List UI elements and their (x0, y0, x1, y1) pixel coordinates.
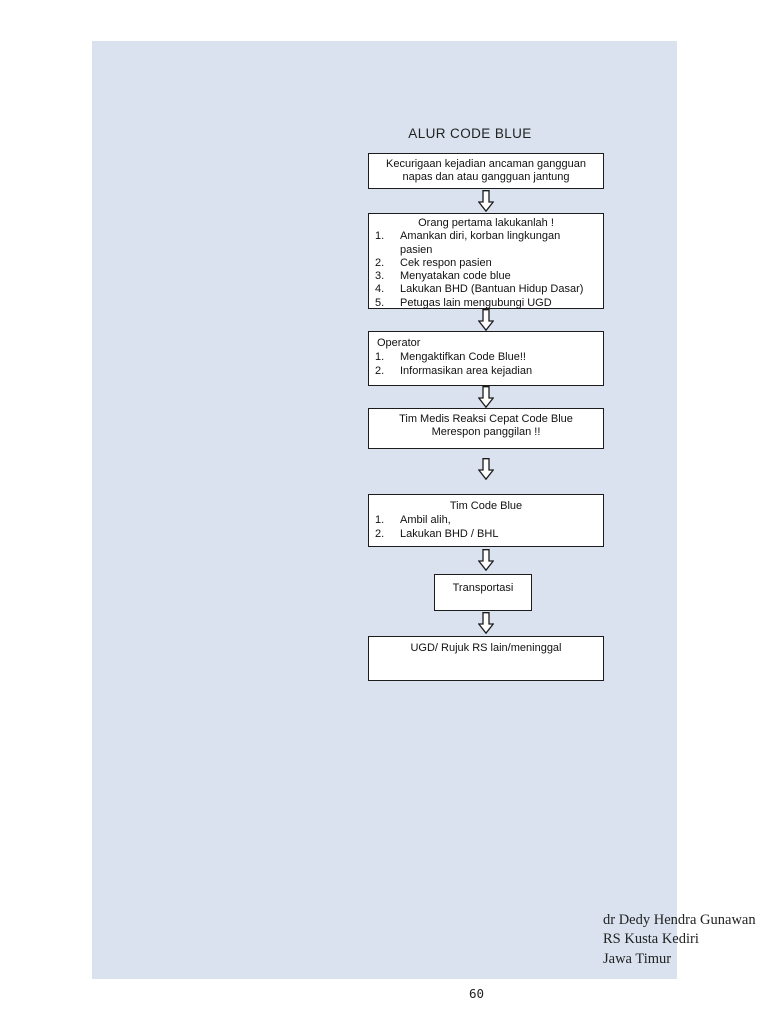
flow-node-code-blue-team: Tim Code Blue 1. Ambil alih, 2. Lakukan … (368, 494, 604, 547)
node-text-line: Merespon panggilan !! (431, 426, 541, 439)
down-arrow-icon (478, 612, 494, 634)
down-arrow-icon (478, 309, 494, 331)
list-item-text: Amankan diri, korban lingkungan pasien (400, 230, 561, 256)
attribution-region: Jawa Timur (603, 950, 672, 967)
list-item-number: 3. (375, 270, 385, 283)
node-heading: Orang pertama lakukanlah ! (418, 217, 554, 229)
list-item-number: 1. (375, 514, 385, 527)
down-arrow-icon (478, 458, 494, 480)
list-item: 1. Mengaktifkan Code Blue!! (369, 350, 603, 364)
list-item-text: Cek respon pasien (400, 256, 492, 269)
flow-node-suspicion: Kecurigaan kejadian ancaman gangguan nap… (368, 153, 604, 189)
attribution-hospital: RS Kusta Kediri (603, 931, 699, 948)
flow-node-rapid-team: Tim Medis Reaksi Cepat Code Blue Merespo… (368, 408, 604, 449)
flow-node-operator: Operator 1. Mengaktifkan Code Blue!! 2. … (368, 331, 604, 386)
list-item: 1. Ambil alih, (369, 513, 603, 527)
node-heading: Tim Code Blue (449, 500, 523, 512)
list-item-text: Menyatakan code blue (400, 270, 511, 283)
list-item-number: 2. (375, 528, 385, 541)
list-item-text: Petugas lain mengubungi UGD (400, 296, 552, 309)
list-item-text: Mengaktifkan Code Blue!! (400, 351, 526, 364)
down-arrow-icon (478, 549, 494, 571)
list-item-text: Ambil alih, (400, 514, 451, 527)
node-text-line: Tim Medis Reaksi Cepat Code Blue (399, 413, 573, 425)
down-arrow-icon (478, 190, 494, 212)
list-item: 2. Lakukan BHD / BHL (369, 527, 603, 541)
list-item-text: Lakukan BHD (Bantuan Hidup Dasar) (400, 283, 584, 296)
flow-node-ugd: UGD/ Rujuk RS lain/meninggal (368, 636, 604, 681)
list-item-number: 1. (375, 230, 385, 243)
list-item: 2. Cek respon pasien (369, 257, 603, 270)
node-text-line: UGD/ Rujuk RS lain/meninggal (410, 642, 562, 654)
list-item: 1. Amankan diri, korban lingkungan pasie… (369, 230, 603, 257)
list-item: 4. Lakukan BHD (Bantuan Hidup Dasar) (369, 283, 603, 296)
list-item-text: Informasikan area kejadian (400, 365, 533, 378)
list-item: 5. Petugas lain mengubungi UGD (369, 297, 603, 310)
list-item: 3. Menyatakan code blue (369, 270, 603, 283)
flowchart-title: ALUR CODE BLUE (408, 126, 532, 141)
attribution-author: dr Dedy Hendra Gunawan (603, 912, 756, 928)
node-heading: Operator (377, 337, 421, 349)
attribution-block: dr Dedy Hendra Gunawan RS Kusta Kediri J… (603, 911, 756, 969)
flow-node-transport: Transportasi (434, 574, 532, 611)
down-arrow-icon (478, 386, 494, 408)
document-page: ALUR CODE BLUE Kecurigaan kejadian ancam… (92, 41, 756, 1001)
list-item-number: 5. (375, 296, 385, 309)
node-text-line: napas dan atau gangguan jantung (402, 171, 570, 184)
list-item-number: 2. (375, 365, 385, 378)
list-item: 2. Informasikan area kejadian (369, 364, 603, 378)
list-item-text: Lakukan BHD / BHL (400, 528, 499, 541)
list-item-number: 2. (375, 256, 385, 269)
node-text-line: Kecurigaan kejadian ancaman gangguan (386, 158, 586, 170)
list-item-number: 1. (375, 351, 385, 364)
node-text-line: Transportasi (452, 582, 514, 594)
flow-node-first-person: Orang pertama lakukanlah ! 1. Amankan di… (368, 213, 604, 309)
list-item-number: 4. (375, 283, 385, 296)
page-number: 60 (468, 986, 485, 1001)
